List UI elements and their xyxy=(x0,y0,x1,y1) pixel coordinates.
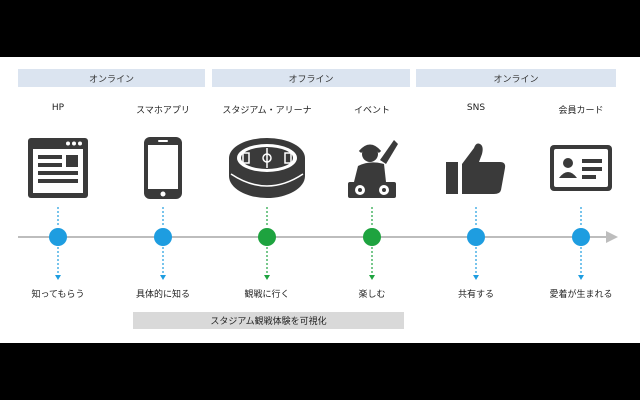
stadium-icon xyxy=(217,133,317,203)
touchpoint-label-app: スマホアプリ xyxy=(136,106,190,116)
timeline-node xyxy=(49,228,67,246)
action-label-card: 愛着が生まれる xyxy=(549,290,613,300)
arrowhead xyxy=(264,275,270,280)
timeline-node xyxy=(467,228,485,246)
thumbs-up-icon xyxy=(426,133,526,203)
arrowhead xyxy=(473,275,479,280)
member-card-icon xyxy=(531,133,631,203)
dj-icon xyxy=(322,133,422,203)
timeline-node xyxy=(572,228,590,246)
timeline-node xyxy=(258,228,276,246)
timeline xyxy=(18,207,618,280)
visualization-banner: スタジアム観戦体験を可視化 xyxy=(133,312,404,329)
journey-panel: オンライン オフライン オンライン HP スマホアプリ スタジアム・アリーナ イ… xyxy=(0,57,640,343)
browser-window-icon xyxy=(8,133,108,203)
touchpoint-label-card: 会員カード xyxy=(558,106,604,116)
smartphone-icon xyxy=(113,133,213,203)
timeline-node xyxy=(363,228,381,246)
touchpoint-label-hp: HP xyxy=(51,103,65,113)
arrowhead xyxy=(369,275,375,280)
action-label-app: 具体的に知る xyxy=(135,290,190,300)
action-label-event: 楽しむ xyxy=(358,290,386,300)
arrowhead xyxy=(55,275,61,280)
arrowhead xyxy=(160,275,166,280)
category-online-2: オンライン xyxy=(416,69,616,87)
arrowhead xyxy=(578,275,584,280)
touchpoint-label-sns: SNS xyxy=(466,103,486,113)
action-label-sns: 共有する xyxy=(457,290,494,300)
category-offline: オフライン xyxy=(212,69,410,87)
action-label-hp: 知ってもらう xyxy=(31,290,85,300)
action-label-stadium: 観戦に行く xyxy=(244,290,290,300)
touchpoint-label-event: イベント xyxy=(353,106,390,116)
touchpoint-label-stadium: スタジアム・アリーナ xyxy=(222,106,312,116)
timeline-node xyxy=(154,228,172,246)
category-online-1: オンライン xyxy=(18,69,205,87)
